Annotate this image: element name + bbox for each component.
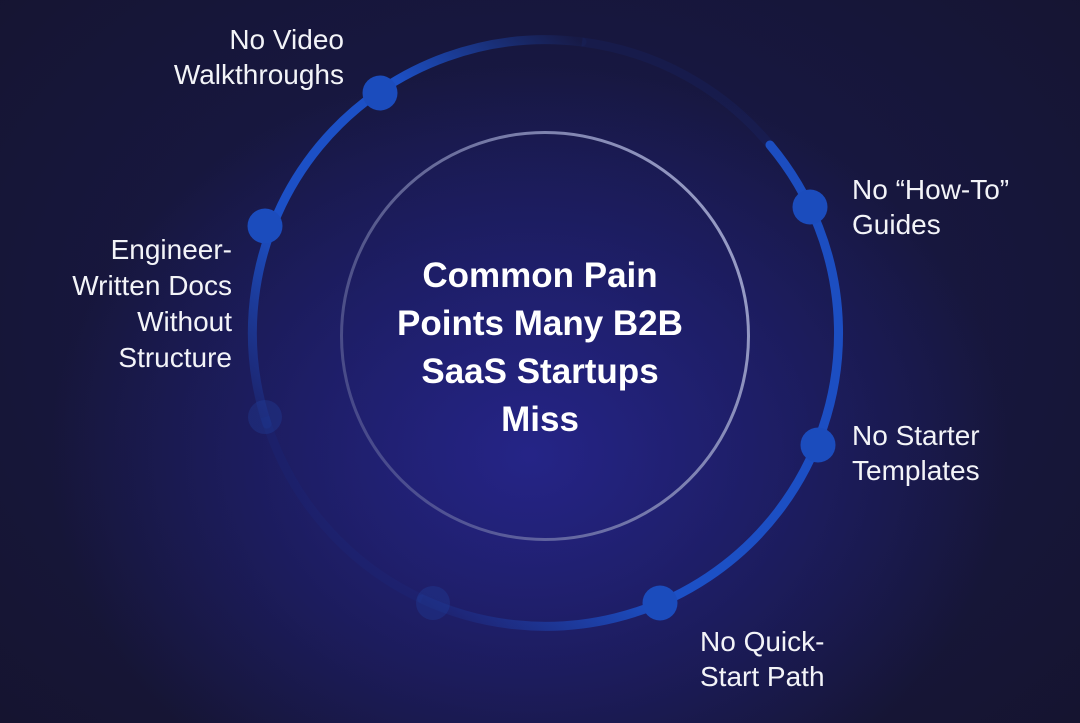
pain-point-label-no-how-to-guides: No “How-To” Guides [852, 174, 1010, 240]
node-engineer-written-docs [247, 208, 283, 244]
faint-node-bottom [416, 586, 450, 620]
node-no-quick-start-path [642, 585, 678, 621]
outer-ring-faint-arc-top-right [581, 37, 774, 148]
pain-point-label-no-video-walkthroughs: No Video Walkthroughs [173, 24, 344, 90]
diagram-title: Common Pain Points Many B2B SaaS Startup… [397, 256, 683, 439]
inner-ring [340, 131, 750, 541]
pain-point-label-no-starter-templates: No Starter Templates [852, 420, 980, 486]
node-no-video-walkthroughs [362, 75, 398, 111]
pain-point-label-no-quick-start-path: No Quick- Start Path [700, 626, 825, 692]
node-no-starter-templates [800, 427, 836, 463]
outer-ring-arc-top-left [247, 35, 587, 429]
faint-node-left [248, 400, 282, 434]
node-no-how-to-guides [792, 189, 828, 225]
outer-ring-arc-right [417, 140, 843, 631]
outer-ring-faint-arc-bottom-left [260, 415, 424, 604]
pain-point-label-engineer-written-docs: Engineer- Written Docs Without Structure [72, 234, 232, 373]
